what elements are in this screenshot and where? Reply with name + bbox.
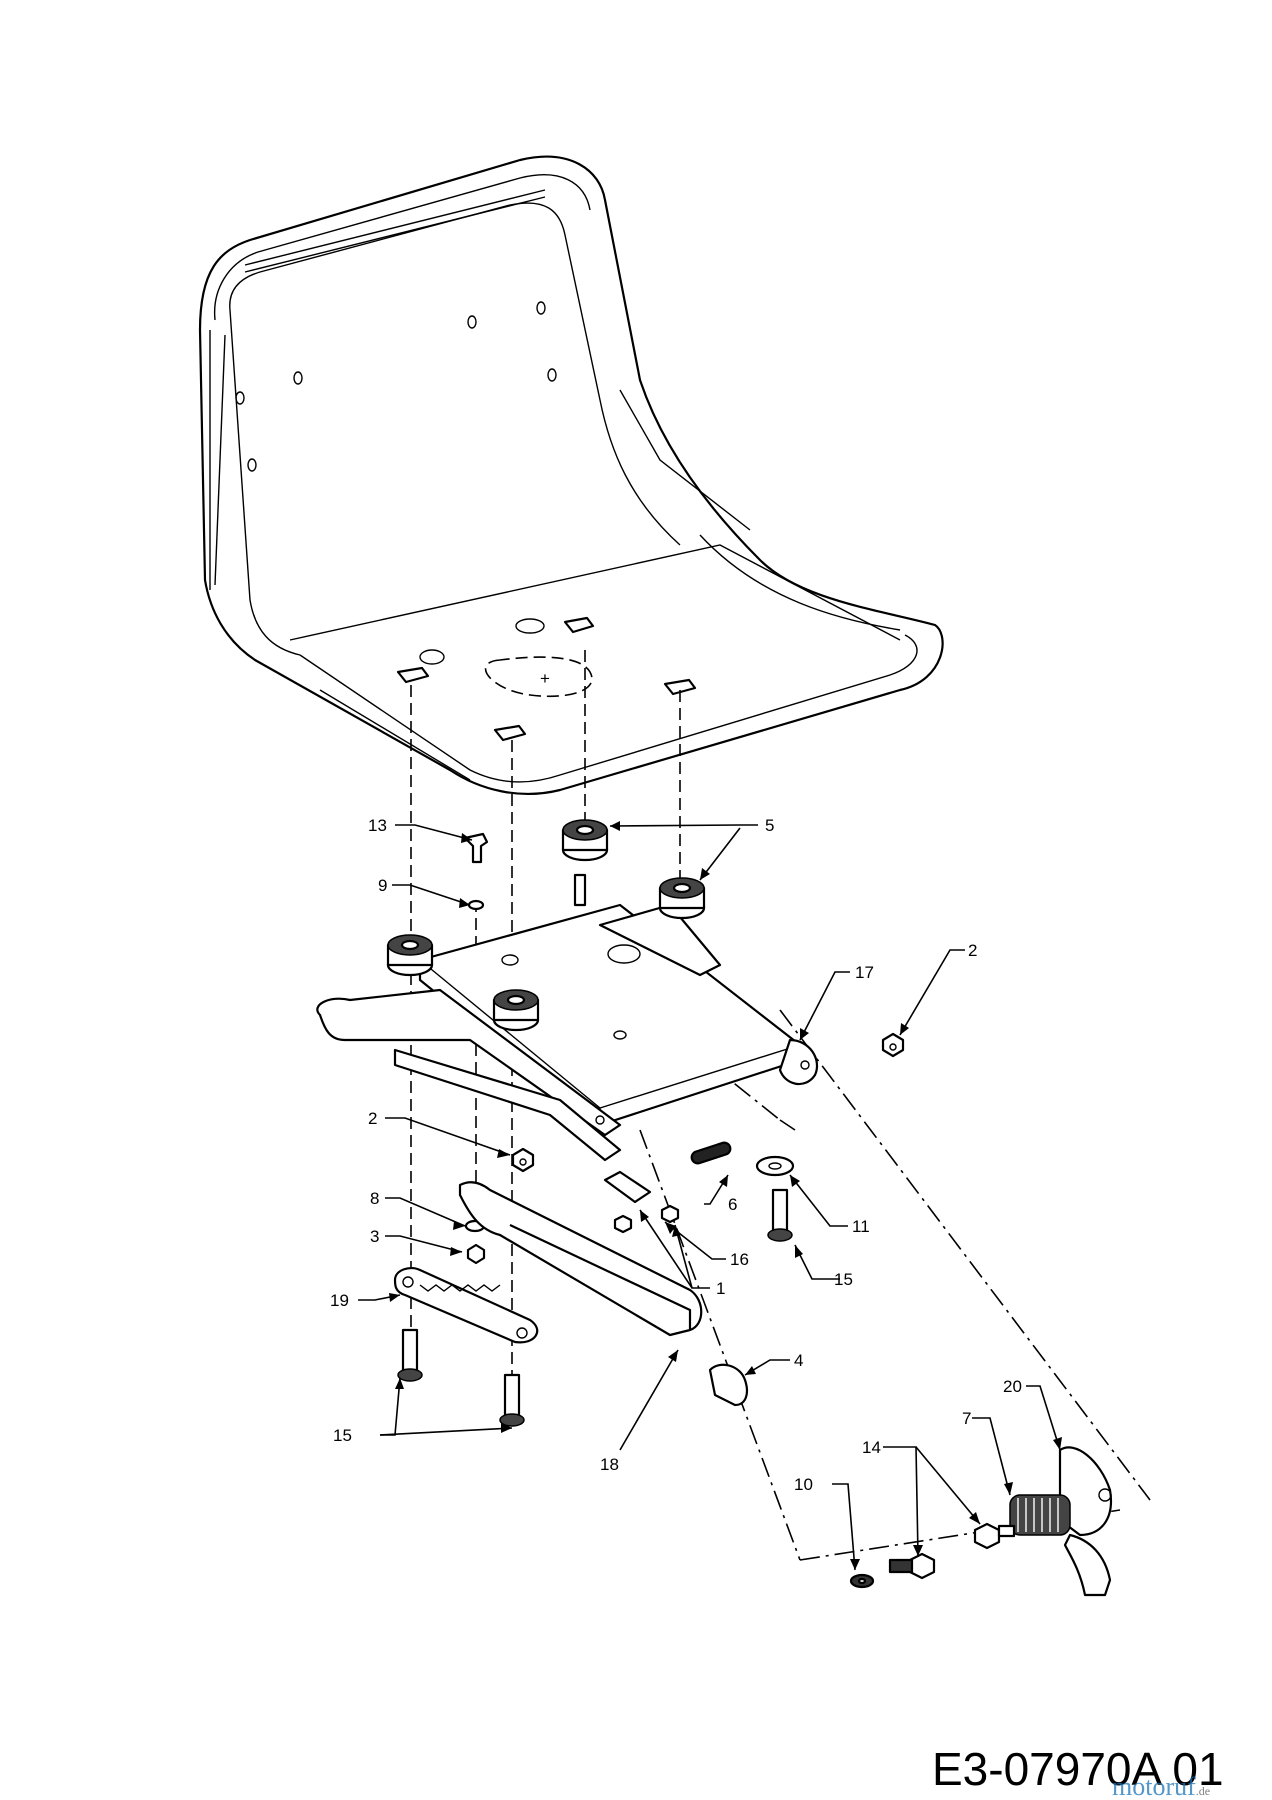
- watermark-suffix: .de: [1196, 1784, 1210, 1798]
- svg-text:+: +: [540, 669, 550, 688]
- leader-lines: [358, 821, 1062, 1571]
- adjuster-bars: [393, 1181, 749, 1407]
- callout-7: 7: [962, 1409, 971, 1428]
- callout-13: 13: [368, 816, 387, 835]
- callout-4: 4: [794, 1351, 803, 1370]
- callout-3: 3: [370, 1227, 379, 1246]
- callout-2-left: 2: [368, 1109, 377, 1128]
- svg-text:motoruf.de: motoruf.de: [1112, 1772, 1210, 1800]
- callout-8: 8: [370, 1189, 379, 1208]
- callout-18: 18: [600, 1455, 619, 1474]
- callout-15-right: 15: [834, 1270, 853, 1289]
- callout-17: 17: [855, 963, 874, 982]
- watermark-logo: motoruf.de: [1112, 1772, 1210, 1800]
- callout-20: 20: [1003, 1377, 1022, 1396]
- callout-labels: 13 5 9 17 2 2 8 3 6 11 16 1 15 19 4 15 1…: [330, 816, 1022, 1494]
- drawing-code: E3-07970A 01: [932, 1743, 1224, 1795]
- spring: [1009, 1494, 1071, 1536]
- callout-14: 14: [862, 1438, 881, 1457]
- callout-5: 5: [765, 816, 774, 835]
- callout-2-right: 2: [968, 941, 977, 960]
- seat-mount-plate: [316, 873, 818, 1162]
- rubber-mounts: [386, 819, 706, 1032]
- callout-10: 10: [794, 1475, 813, 1494]
- spring-lever-assembly: [849, 1446, 1113, 1597]
- callout-19: 19: [330, 1291, 349, 1310]
- callout-6: 6: [728, 1195, 737, 1214]
- seat: +: [198, 155, 944, 796]
- callout-16: 16: [730, 1250, 749, 1269]
- callout-15-left: 15: [333, 1426, 352, 1445]
- hardware: [397, 832, 905, 1427]
- callout-9: 9: [378, 876, 387, 895]
- callout-1: 1: [716, 1279, 725, 1298]
- watermark-text: motoruf: [1112, 1772, 1196, 1800]
- callout-11: 11: [852, 1217, 870, 1236]
